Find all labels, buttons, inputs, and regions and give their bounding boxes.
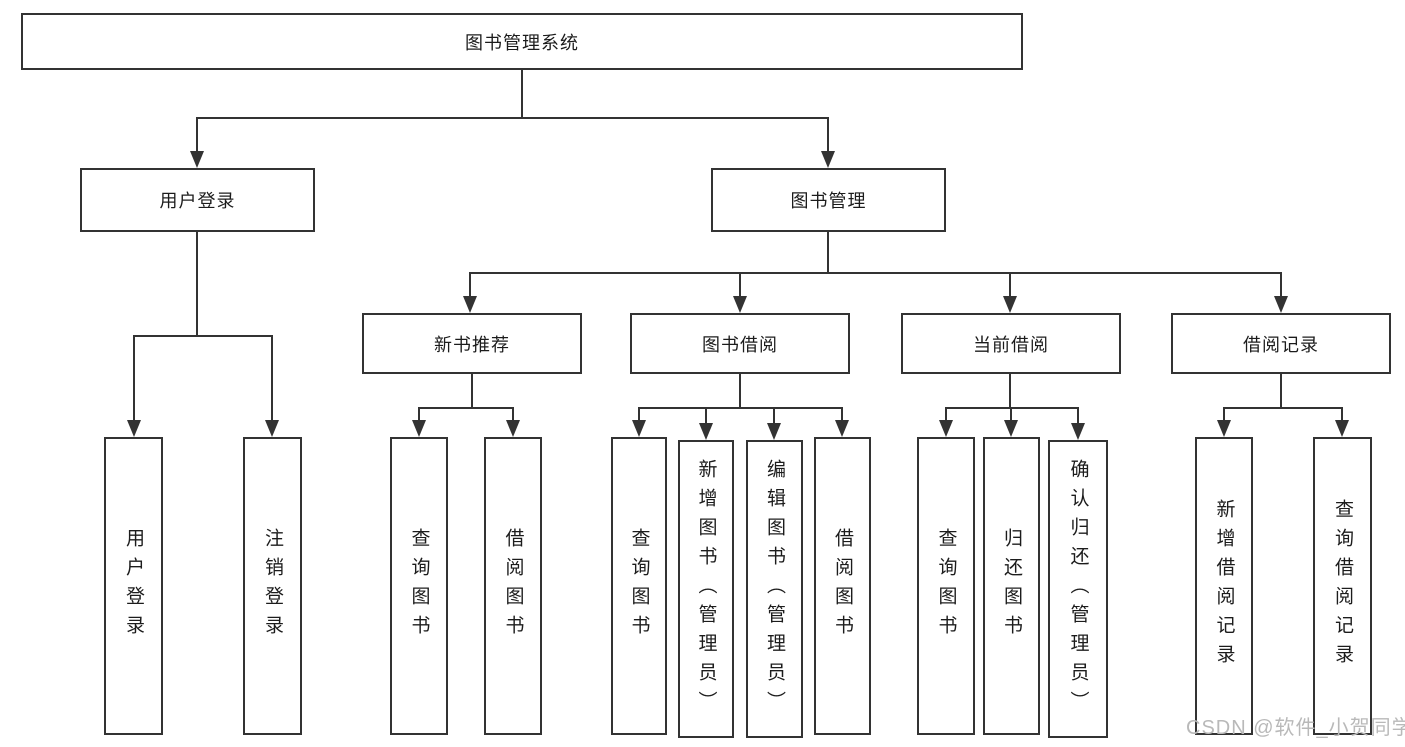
leaf-logout: 注销登录 <box>243 437 302 735</box>
leaf-add-book-admin: 新增图书（管理员） <box>678 440 734 738</box>
arrow-down-icon <box>127 420 141 437</box>
connector-vline <box>471 374 473 409</box>
node-borrowing-records-label: 借阅记录 <box>1243 334 1319 355</box>
node-new-book-recommend: 新书推荐 <box>362 313 582 374</box>
connector-vline <box>1077 408 1079 423</box>
connector-hline <box>418 407 514 409</box>
connector-vline <box>418 408 420 423</box>
connector-vline <box>521 70 523 118</box>
arrow-down-icon <box>632 420 646 437</box>
leaf-query-book-current-label: 查询图书 <box>935 528 957 644</box>
connector-vline <box>841 408 843 423</box>
node-borrowing-records: 借阅记录 <box>1171 313 1391 374</box>
connector-vline <box>271 336 273 424</box>
arrow-down-icon <box>1004 420 1018 437</box>
node-book-management-label: 图书管理 <box>790 191 867 211</box>
leaf-borrow-book-borrowing-label: 借阅图书 <box>832 528 853 644</box>
leaf-logout-label: 注销登录 <box>262 528 283 644</box>
connector-vline <box>773 408 775 423</box>
arrow-down-icon <box>939 420 953 437</box>
connector-hline <box>133 335 273 337</box>
node-user-login: 用户登录 <box>80 168 315 232</box>
connector-vline <box>638 408 640 423</box>
connector-hline <box>196 117 829 119</box>
arrow-down-icon <box>1335 420 1349 437</box>
connector-vline <box>196 232 198 337</box>
arrow-down-icon <box>506 420 520 437</box>
leaf-add-book-admin-label: 新增图书（管理员） <box>695 458 717 720</box>
node-book-management: 图书管理 <box>711 168 946 232</box>
connector-vline <box>1010 408 1012 423</box>
leaf-edit-book-admin-label: 编辑图书（管理员） <box>764 458 785 720</box>
leaf-confirm-return-admin: 确认归还（管理员） <box>1048 440 1108 738</box>
connector-vline <box>739 273 741 299</box>
connector-vline <box>827 232 829 274</box>
connector-vline <box>1009 273 1011 299</box>
arrow-down-icon <box>1274 296 1288 313</box>
connector-hline <box>469 272 1282 274</box>
leaf-return-book: 归还图书 <box>983 437 1040 735</box>
arrow-down-icon <box>699 423 713 440</box>
leaf-user-login: 用户登录 <box>104 437 163 735</box>
leaf-query-borrow-record-label: 查询借阅记录 <box>1332 499 1353 673</box>
node-user-login-label: 用户登录 <box>159 191 236 211</box>
leaf-confirm-return-admin-label: 确认归还（管理员） <box>1067 458 1089 720</box>
arrow-down-icon <box>190 151 204 168</box>
leaf-add-borrow-record-label: 新增借阅记录 <box>1213 499 1235 673</box>
arrow-down-icon <box>1217 420 1231 437</box>
connector-vline <box>133 336 135 424</box>
connector-vline <box>945 408 947 423</box>
connector-vline <box>512 408 514 423</box>
connector-hline <box>1223 407 1343 409</box>
watermark: CSDN @软件_小贺同学 <box>1186 717 1405 739</box>
arrow-down-icon <box>821 151 835 168</box>
leaf-borrow-book-recommend-label: 借阅图书 <box>502 528 524 644</box>
leaf-query-book-borrowing: 查询图书 <box>611 437 667 735</box>
leaf-borrow-book-borrowing: 借阅图书 <box>814 437 871 735</box>
connector-vline <box>1341 408 1343 423</box>
node-current-borrowing: 当前借阅 <box>901 313 1121 374</box>
node-book-borrowing-label: 图书借阅 <box>702 334 778 355</box>
node-root: 图书管理系统 <box>21 13 1023 70</box>
arrow-down-icon <box>733 296 747 313</box>
leaf-return-book-label: 归还图书 <box>1001 528 1022 644</box>
node-root-label: 图书管理系统 <box>465 32 579 53</box>
arrow-down-icon <box>265 420 279 437</box>
leaf-query-book-recommend: 查询图书 <box>390 437 448 735</box>
arrow-down-icon <box>1003 296 1017 313</box>
connector-vline <box>1280 374 1282 409</box>
connector-vline <box>1009 374 1011 409</box>
leaf-add-borrow-record: 新增借阅记录 <box>1195 437 1253 735</box>
leaf-edit-book-admin: 编辑图书（管理员） <box>746 440 803 738</box>
node-new-book-recommend-label: 新书推荐 <box>434 334 510 355</box>
connector-vline <box>827 118 829 154</box>
connector-hline <box>945 407 1079 409</box>
leaf-query-book-borrowing-label: 查询图书 <box>628 528 650 644</box>
connector-vline <box>1280 273 1282 299</box>
arrow-down-icon <box>412 420 426 437</box>
leaf-borrow-book-recommend: 借阅图书 <box>484 437 542 735</box>
connector-vline <box>739 374 741 409</box>
connector-vline <box>196 118 198 154</box>
arrow-down-icon <box>1071 423 1085 440</box>
node-current-borrowing-label: 当前借阅 <box>973 334 1049 355</box>
leaf-query-book-recommend-label: 查询图书 <box>408 528 430 644</box>
node-book-borrowing: 图书借阅 <box>630 313 850 374</box>
leaf-query-book-current: 查询图书 <box>917 437 975 735</box>
leaf-query-borrow-record: 查询借阅记录 <box>1313 437 1372 735</box>
connector-hline <box>638 407 843 409</box>
arrow-down-icon <box>767 423 781 440</box>
arrow-down-icon <box>463 296 477 313</box>
arrow-down-icon <box>835 420 849 437</box>
connector-vline <box>469 273 471 299</box>
connector-vline <box>705 408 707 423</box>
leaf-user-login-label: 用户登录 <box>123 528 144 644</box>
connector-vline <box>1223 408 1225 423</box>
